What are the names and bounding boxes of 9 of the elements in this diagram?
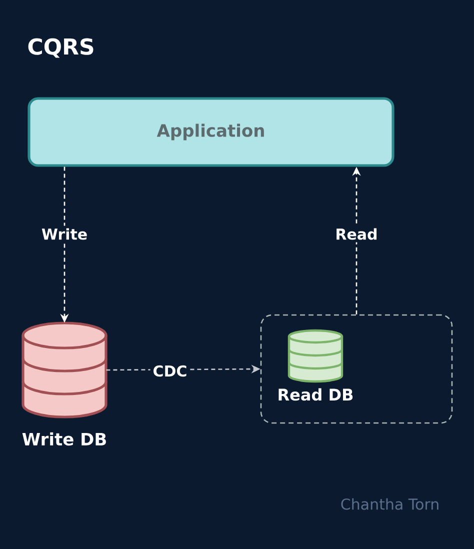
edge-label: CDC xyxy=(150,362,190,380)
edge-label: Write xyxy=(38,226,90,242)
application-box: Application xyxy=(28,97,394,167)
diagram-title: CQRS xyxy=(28,38,94,58)
database-label: Write DB xyxy=(22,432,106,446)
database-label: Read DB xyxy=(278,388,353,401)
edge-label: Read xyxy=(332,226,380,242)
dashed-group-box xyxy=(260,314,453,424)
signature-text: Chantha Torn xyxy=(341,498,438,510)
